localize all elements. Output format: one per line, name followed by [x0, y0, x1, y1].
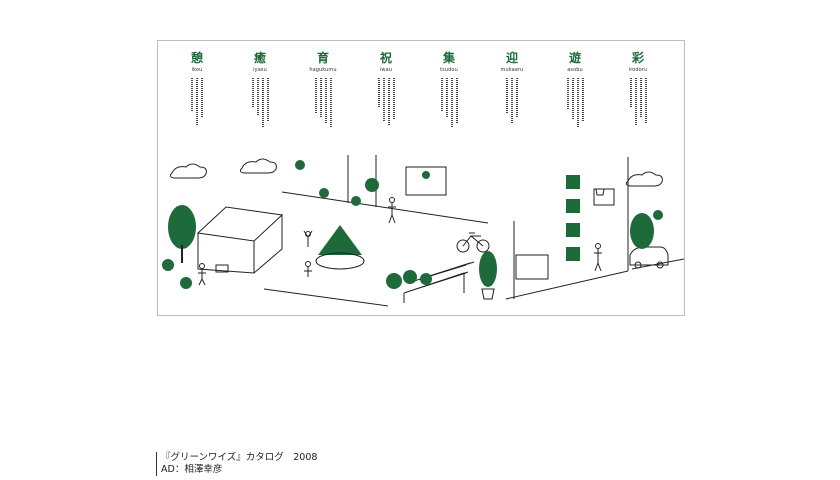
word-column: 憩 ikou: [174, 51, 220, 132]
shrub: [420, 273, 432, 285]
person: [198, 269, 206, 286]
word-kanji: 祝: [379, 51, 392, 65]
word-romaji: hagukumu: [309, 67, 337, 73]
green-panel: [566, 223, 580, 237]
tree-trunk: [181, 245, 183, 263]
person-head: [389, 197, 395, 203]
bicycle-wheel: [456, 239, 470, 253]
word-column: 迎 mukaeru: [489, 51, 535, 132]
person-head: [305, 261, 311, 267]
wall-picture: [515, 254, 549, 280]
ground-line: [281, 191, 489, 224]
person-head: [595, 243, 601, 249]
shrub: [365, 178, 379, 192]
car-wheel: [656, 261, 664, 269]
word-description-lines: [184, 78, 210, 132]
person-head: [199, 263, 205, 269]
word-description-lines: [436, 78, 462, 132]
town-scene-illustration: [162, 155, 684, 307]
word-kanji: 迎: [505, 51, 518, 65]
caption: 『グリーンワイズ』カタログ 2008 AD：相澤幸彦: [156, 452, 317, 476]
caption-credit: AD：相澤幸彦: [161, 464, 223, 475]
person: [304, 267, 312, 277]
plant-pot: [481, 288, 495, 300]
word-description-lines: [310, 78, 336, 132]
word-romaji: iyasu: [253, 67, 267, 73]
cloud-right: [625, 171, 663, 187]
catalog-illustration: 憩 ikou 癒 iyasu 育 hagukumu 祝 iwau 集 tsudo…: [157, 40, 685, 316]
shrub: [386, 273, 402, 289]
ground-line: [263, 288, 389, 307]
green-panel: [566, 199, 580, 213]
word-column: 祝 iwau: [363, 51, 409, 132]
bicycle-frame: [462, 232, 484, 247]
word-kanji: 育: [316, 51, 329, 65]
word-description-lines: [562, 78, 588, 132]
word-kanji: 憩: [190, 51, 203, 65]
word-romaji: irodoru: [628, 67, 648, 73]
word-description-lines: [247, 78, 273, 132]
ground-line: [505, 270, 629, 300]
word-column: 集 tsudou: [426, 51, 472, 132]
car-wheel: [634, 261, 642, 269]
shrub: [295, 160, 305, 170]
word-romaji: mukaeru: [500, 67, 524, 73]
word-romaji: ikou: [191, 67, 203, 73]
bicycle-wheel: [476, 239, 490, 253]
person-head: [305, 231, 311, 237]
word-romaji: asobu: [567, 67, 583, 73]
shrub: [162, 259, 174, 271]
tree-crown: [168, 205, 196, 249]
wall-picture: [405, 166, 447, 196]
green-panel: [566, 175, 580, 189]
word-description-lines: [499, 78, 525, 132]
house: [196, 206, 284, 274]
word-romaji: iwau: [379, 67, 393, 73]
caption-title: 『グリーンワイズ』カタログ 2008: [161, 452, 318, 463]
tree-crown: [630, 213, 654, 249]
shrub: [180, 277, 192, 289]
shrub: [403, 270, 417, 284]
word-column: 遊 asobu: [552, 51, 598, 132]
word-column: 癒 iyasu: [237, 51, 283, 132]
planter-base: [315, 252, 365, 270]
house-door: [215, 264, 229, 273]
word-columns: 憩 ikou 癒 iyasu 育 hagukumu 祝 iwau 集 tsudo…: [158, 41, 684, 141]
shrub: [319, 188, 329, 198]
cloud-middle: [239, 158, 277, 174]
word-column: 彩 irodoru: [615, 51, 661, 132]
shrub: [351, 196, 361, 206]
green-panel: [566, 247, 580, 261]
word-kanji: 彩: [631, 51, 644, 65]
word-kanji: 集: [442, 51, 455, 65]
person: [388, 203, 396, 224]
shrub: [422, 171, 430, 179]
car: [629, 246, 669, 266]
person: [594, 249, 602, 272]
tree-crown: [479, 251, 497, 287]
planter-pyramid: [318, 225, 362, 255]
plant-pot: [595, 188, 605, 196]
shrub: [653, 210, 663, 220]
word-kanji: 癒: [253, 51, 266, 65]
cloud-left: [169, 163, 207, 179]
ground-line: [631, 258, 684, 270]
word-description-lines: [373, 78, 399, 132]
word-kanji: 遊: [568, 51, 581, 65]
word-column: 育 hagukumu: [300, 51, 346, 132]
word-description-lines: [625, 78, 651, 132]
word-romaji: tsudou: [440, 67, 458, 73]
pergola: [403, 271, 469, 303]
